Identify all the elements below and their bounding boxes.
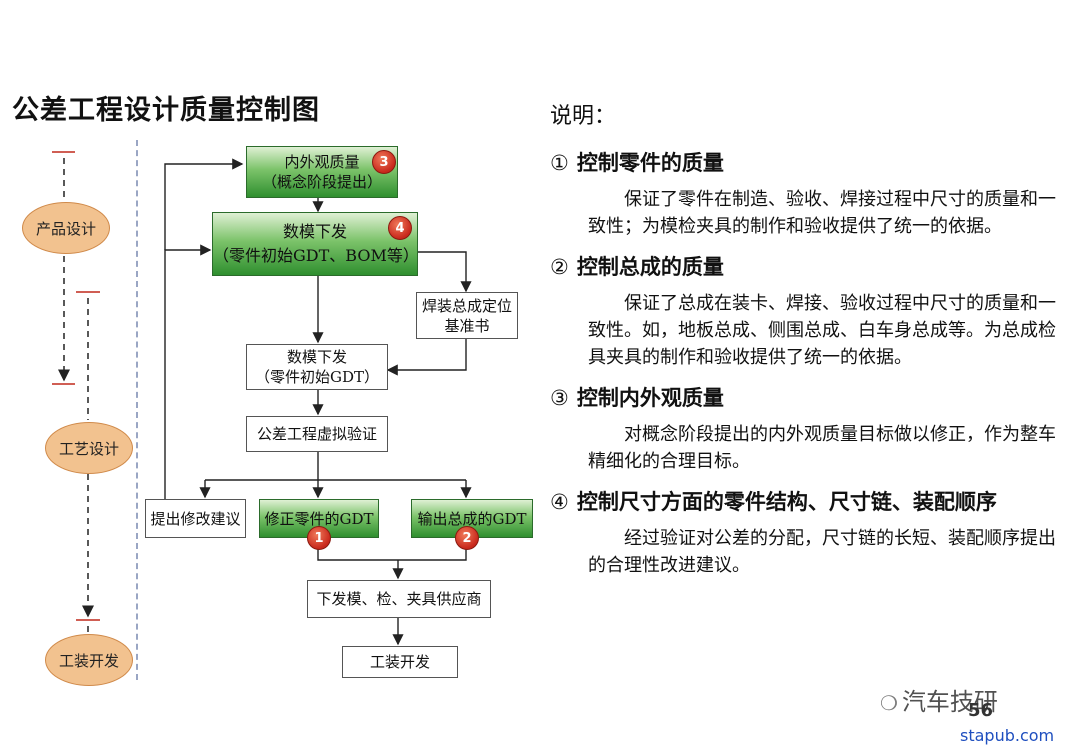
note-1-title: 控制零件的质量 bbox=[576, 151, 724, 175]
box-welding-line1: 焊装总成定位 bbox=[421, 296, 512, 315]
box-appearance-quality: 内外观质量 （概念阶段提出） bbox=[246, 146, 398, 198]
note-2-body: 保证了总成在装卡、焊接、验收过程中尺寸的质量和一致性。如，地板总成、侧围总成、白… bbox=[588, 293, 1056, 368]
box-suggest-changes: 提出修改建议 bbox=[145, 499, 246, 538]
watermark: ❍汽车技研 bbox=[880, 682, 998, 717]
note-3-heading: ③ 控制内外观质量 bbox=[550, 383, 1060, 413]
box-model-release2-line2: （零件初始GDT） bbox=[254, 368, 379, 386]
note-2-title: 控制总成的质量 bbox=[576, 255, 724, 279]
phase-process-design: 工艺设计 bbox=[45, 422, 133, 474]
box-model-release: 数模下发 （零件初始GDT、BOM等） bbox=[212, 212, 419, 276]
box-model-release-2: 数模下发 （零件初始GDT） bbox=[246, 344, 388, 390]
note-1-heading: ① 控制零件的质量 bbox=[550, 148, 1060, 178]
phase-timeline bbox=[52, 151, 100, 634]
divider-line bbox=[136, 140, 138, 680]
box-welding-line2: 基准书 bbox=[444, 316, 490, 335]
chat-bubble-icon: ❍ bbox=[880, 691, 898, 715]
badge-4: 4 bbox=[388, 216, 412, 240]
badge-1: 1 bbox=[307, 526, 331, 550]
note-4-number: ④ bbox=[550, 490, 569, 514]
note-1-number: ① bbox=[550, 151, 569, 175]
badge-3: 3 bbox=[372, 150, 396, 174]
note-3-title: 控制内外观质量 bbox=[576, 386, 724, 410]
phase-tooling-development: 工装开发 bbox=[45, 634, 133, 686]
note-3-number: ③ bbox=[550, 386, 569, 410]
note-3-body: 对概念阶段提出的内外观质量目标做以修正，作为整车精细化的合理目标。 bbox=[588, 424, 1056, 472]
site-url[interactable]: stapub.com bbox=[960, 726, 1055, 745]
box-tooling-development: 工装开发 bbox=[342, 646, 458, 678]
box-model-release-line1: 数模下发 bbox=[282, 222, 347, 241]
notes-panel: 说明： ① 控制零件的质量 保证了零件在制造、验收、焊接过程中尺寸的质量和一致性；… bbox=[550, 98, 1060, 591]
watermark-text: 汽车技研 bbox=[901, 688, 998, 716]
phase-product-design: 产品设计 bbox=[22, 202, 110, 254]
box-welding-datum-book: 焊装总成定位 基准书 bbox=[416, 292, 518, 339]
note-2-heading: ② 控制总成的质量 bbox=[550, 252, 1060, 282]
note-4-title: 控制尺寸方面的零件结构、尺寸链、装配顺序 bbox=[576, 490, 997, 514]
page-title: 公差工程设计质量控制图 bbox=[12, 95, 320, 126]
box-modify-part-gdt: 修正零件的GDT bbox=[259, 499, 379, 538]
box-virtual-verification: 公差工程虚拟验证 bbox=[246, 416, 388, 452]
note-4-body: 经过验证对公差的分配，尺寸链的长短、装配顺序提出的合理性改进建议。 bbox=[588, 528, 1056, 576]
notes-title: 说明： bbox=[550, 104, 617, 129]
box-appearance-line2: （概念阶段提出） bbox=[261, 173, 382, 191]
box-appearance-line1: 内外观质量 bbox=[284, 153, 360, 171]
page-number: 56 bbox=[968, 700, 994, 721]
box-model-release-line2: （零件初始GDT、BOM等） bbox=[213, 246, 419, 265]
box-model-release2-line1: 数模下发 bbox=[286, 348, 347, 366]
badge-2: 2 bbox=[455, 526, 479, 550]
note-4-heading: ④ 控制尺寸方面的零件结构、尺寸链、装配顺序 bbox=[550, 487, 1060, 517]
note-2-number: ② bbox=[550, 255, 569, 279]
note-1-body: 保证了零件在制造、验收、焊接过程中尺寸的质量和一致性；为模检夹具的制作和验收提供… bbox=[588, 189, 1056, 237]
box-supplier-release: 下发模、检、夹具供应商 bbox=[307, 580, 491, 618]
